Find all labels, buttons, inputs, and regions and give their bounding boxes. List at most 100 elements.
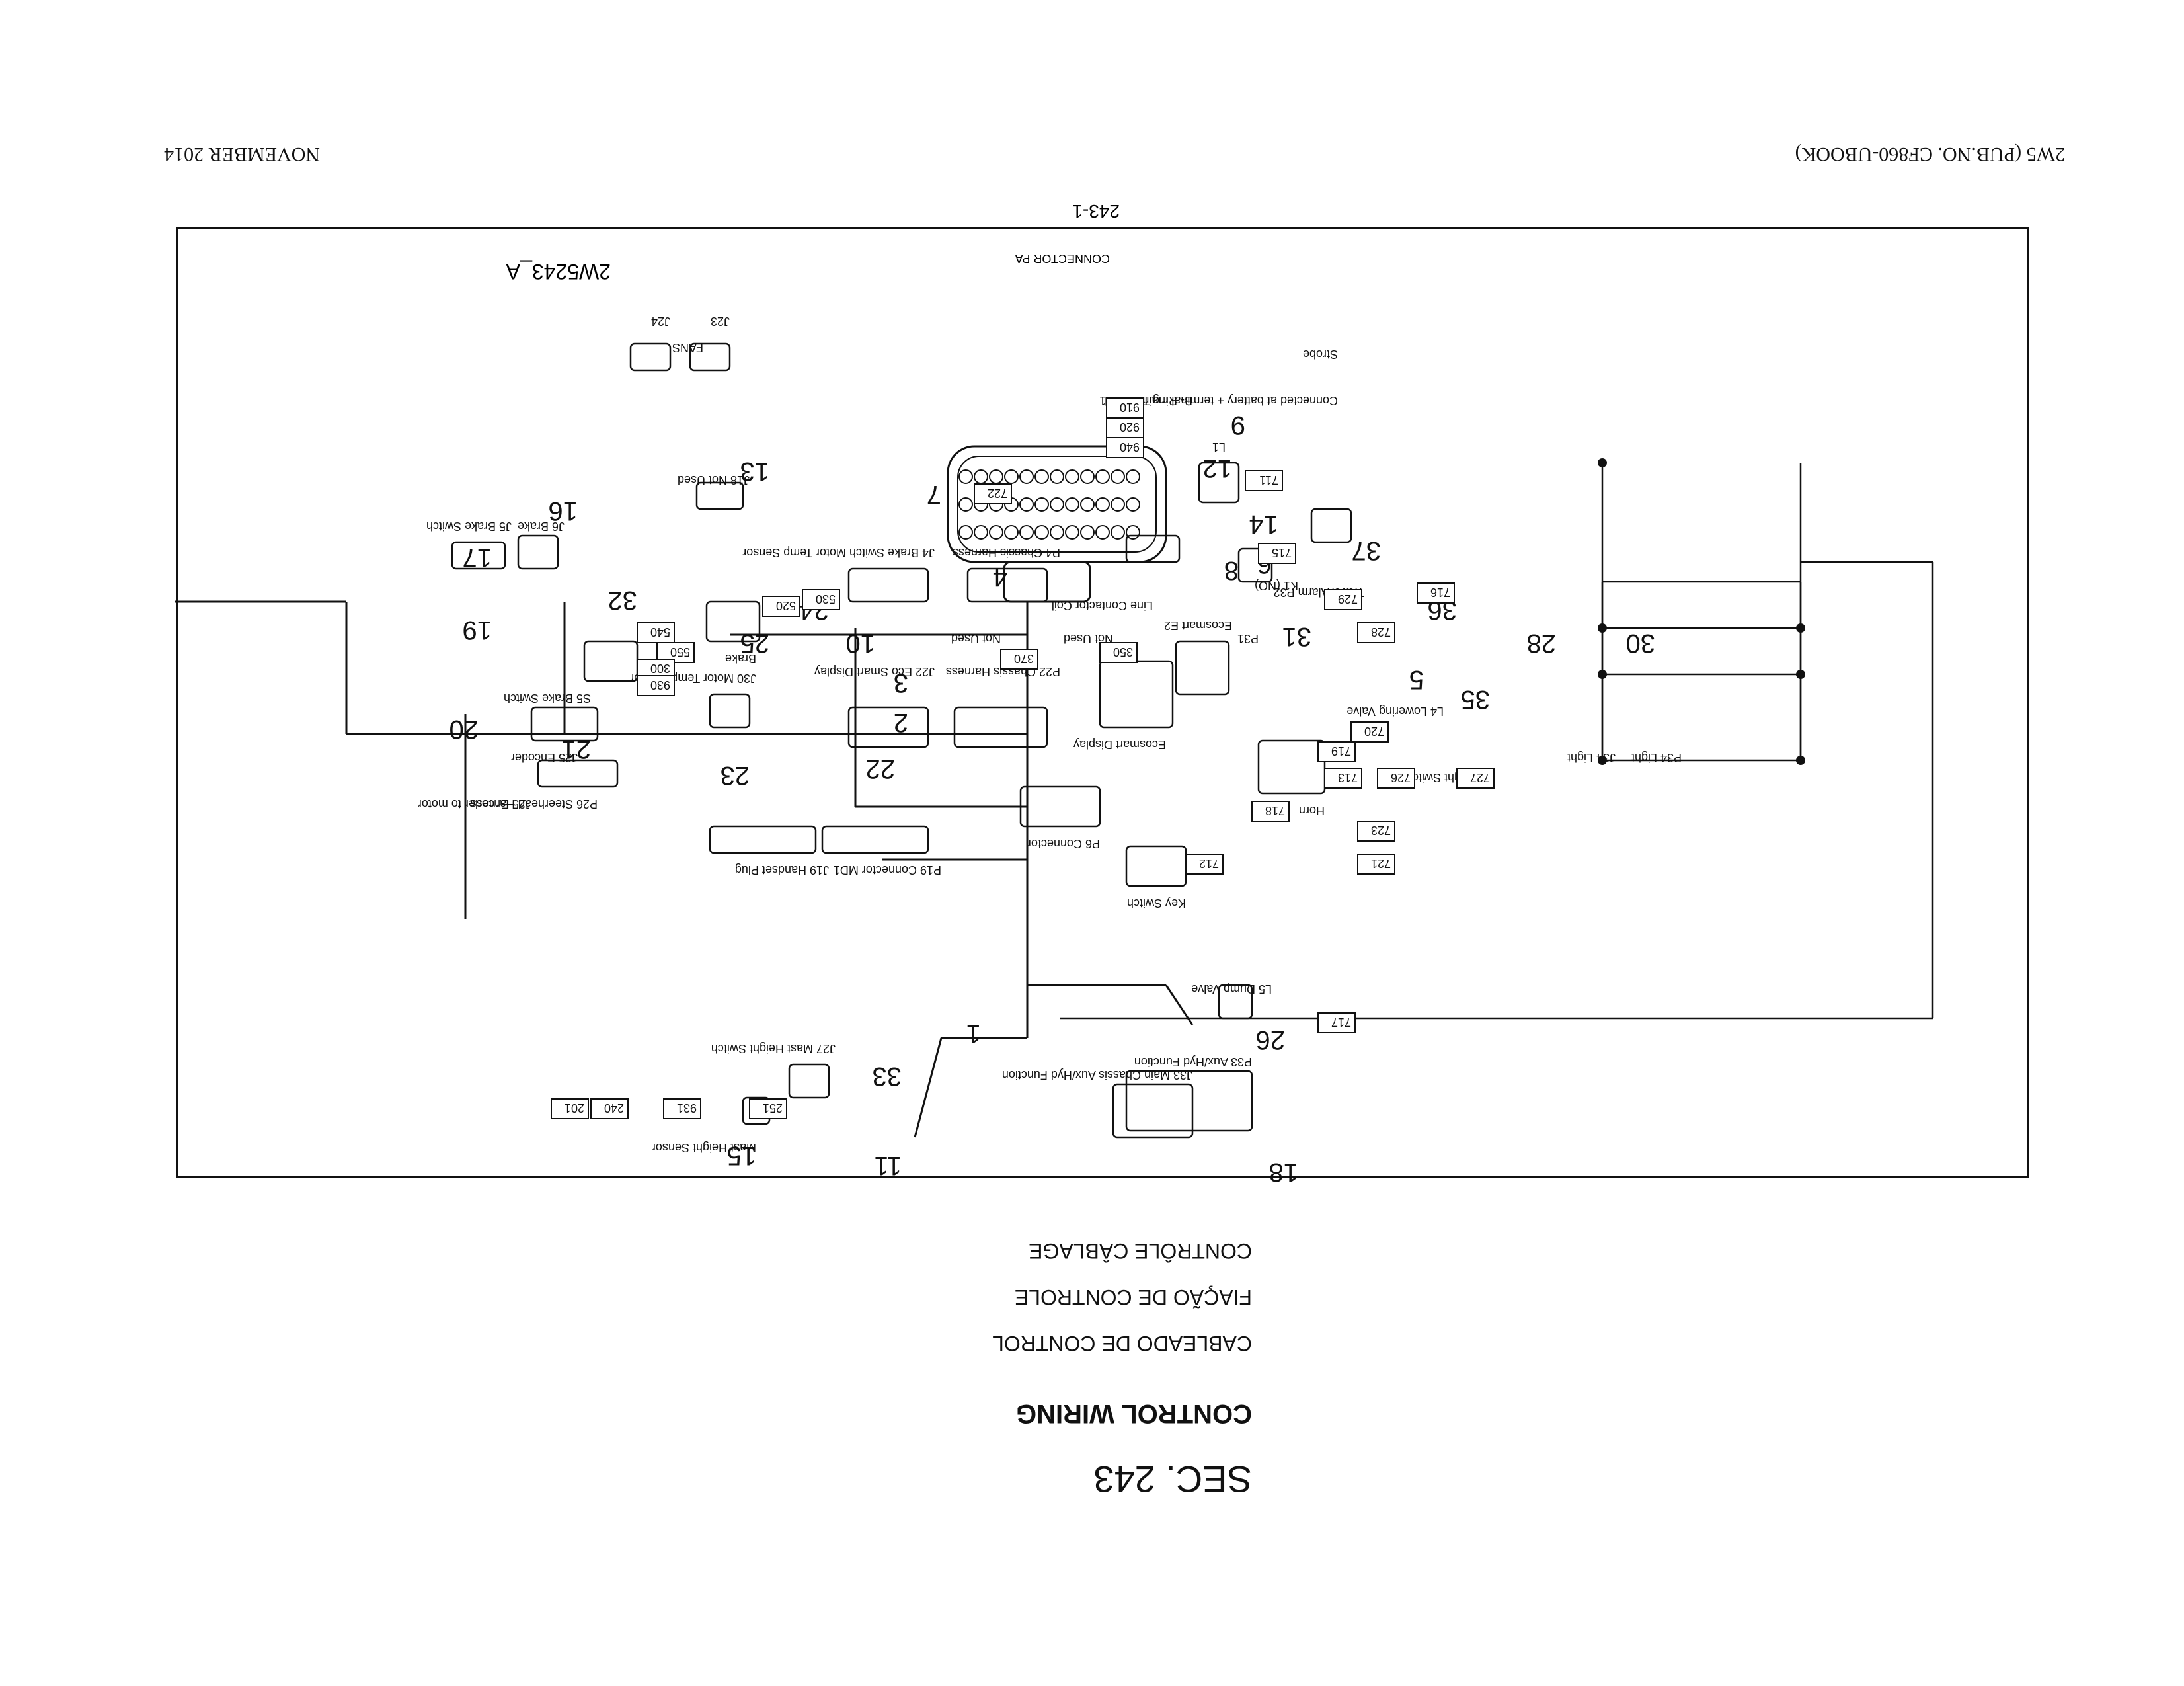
pa-pin [958, 469, 973, 484]
pa-pin [1004, 525, 1019, 540]
wire-tag-box [590, 1098, 629, 1119]
pa-pin [1111, 525, 1125, 540]
wire-tag-box [1317, 741, 1356, 762]
label-brake: Brake [725, 652, 756, 665]
wire-tag-box [1106, 437, 1144, 458]
callout-19: 19 [463, 616, 492, 645]
pa-pin [1065, 525, 1079, 540]
component-j33 [1112, 1083, 1194, 1139]
wire-tag-box [1185, 854, 1224, 875]
callout-1: 1 [966, 1019, 981, 1048]
callout-37: 37 [1352, 536, 1382, 565]
label-connector-p19: P19 Connector MD1 [834, 863, 941, 877]
wire-tag-w726: 726 [1391, 771, 1411, 784]
callout-11: 11 [874, 1151, 902, 1180]
callout-12: 12 [1203, 454, 1233, 483]
pa-pin [1095, 469, 1110, 484]
wire-tag-w350: 350 [1113, 645, 1133, 659]
component-j30 [709, 693, 751, 729]
wire-tag-w712: 712 [1199, 857, 1219, 870]
callout-2: 2 [894, 708, 908, 737]
label-lowering-valve: L4 Lowering Valve [1346, 705, 1444, 718]
wire-tag-box [637, 675, 675, 696]
label-strobe: Strobe [1303, 348, 1338, 361]
wire-tag-w240: 240 [604, 1102, 624, 1115]
label-mast-height-switch: J27 Mast Height Switch [711, 1042, 836, 1055]
wire-tag-w727: 727 [1470, 771, 1490, 784]
label-j6: J6 Brake [518, 520, 565, 533]
pa-pin [1034, 469, 1049, 484]
callout-9: 9 [1231, 411, 1245, 440]
component-s5 [583, 640, 639, 682]
label-l1: L1 [1212, 440, 1226, 454]
wire-tag-box [1099, 642, 1138, 663]
callout-22: 22 [866, 754, 896, 783]
label-ecosmart-e2: Ecosmart E2 [1164, 619, 1232, 632]
label-j25b: J25 Encoder to motor [418, 797, 531, 811]
wire-tag-box [1357, 622, 1395, 643]
component-horn [1257, 739, 1326, 795]
wire-tag-box [1357, 821, 1395, 842]
wire-tag-box [1324, 768, 1362, 789]
callout-17: 17 [463, 543, 492, 572]
wire-tag-w723: 723 [1371, 824, 1391, 837]
wire-tag-box [974, 483, 1012, 504]
wire-tag-w370: 370 [1014, 652, 1034, 665]
label-p26: P26 Steerhead Harness [471, 797, 598, 811]
callout-10: 10 [846, 629, 876, 658]
label-not-used-b: Not Used [951, 632, 1001, 645]
wire-tag-box [1245, 470, 1283, 491]
callout-5: 5 [1409, 665, 1424, 694]
label-mast-height-sensor: Mast Height Sensor [652, 1141, 756, 1154]
component-k1 [1237, 547, 1273, 583]
pa-pin [1095, 497, 1110, 512]
label-p33: P33 Aux/Hyd Function [1134, 1055, 1252, 1068]
wire-tag-box [637, 622, 675, 643]
wire-tag-box [663, 1098, 701, 1119]
wire-tag-box [802, 589, 840, 610]
callout-30: 30 [1626, 629, 1656, 658]
label-display: Ecosmart Display [1073, 738, 1166, 751]
connector-pa-title: CONNECTOR PA [1015, 252, 1110, 265]
drawing-number: 2W5243_A [506, 260, 611, 284]
pa-pin [1050, 497, 1064, 512]
wire-tag-w930: 930 [650, 678, 670, 692]
wire-tag-box [1324, 589, 1362, 610]
component-dump-valve [1218, 984, 1253, 1020]
component-j23 [689, 342, 731, 372]
pa-pin [974, 469, 988, 484]
wire-tag-box [1251, 801, 1290, 822]
wire-tag-box [1258, 543, 1296, 564]
pa-pin [1034, 525, 1049, 540]
pa-pin [1080, 469, 1095, 484]
label-line-contactor: Line Contactor Coil [1052, 599, 1153, 612]
component-p22 [953, 706, 1048, 748]
pa-pin [974, 525, 988, 540]
label-connected: Connected at battery + terminal main fus… [1099, 394, 1338, 407]
pa-pin [1065, 497, 1079, 512]
callout-31: 31 [1282, 622, 1312, 651]
pa-pin [1126, 497, 1140, 512]
label-j22: J22 Eco Smart Display [814, 665, 935, 678]
label-p4: P4 Chassis Harness [953, 546, 1060, 559]
label-dump-valve: L5 Dump Valve [1191, 983, 1272, 996]
pa-pin [1111, 469, 1125, 484]
ladder-nodes [1598, 458, 1805, 765]
label-k1: K1 (NO) [1255, 579, 1298, 592]
label-j5: J5 Brake Switch [426, 520, 512, 533]
component-l1 [1198, 462, 1240, 504]
callout-26: 26 [1256, 1025, 1286, 1055]
wire-tag-w719: 719 [1331, 744, 1351, 758]
label-p31: P31 [1237, 632, 1259, 645]
component-travel-alarm [1310, 508, 1352, 543]
pa-pin [1034, 497, 1049, 512]
pa-pin [1050, 469, 1064, 484]
wire-tag-w722: 722 [988, 487, 1007, 500]
callout-20: 20 [449, 715, 479, 744]
component-p6 [1019, 785, 1101, 828]
switch-ladder [1060, 463, 1934, 1020]
wire-tag-box [762, 596, 800, 617]
pa-pin [1019, 469, 1034, 484]
